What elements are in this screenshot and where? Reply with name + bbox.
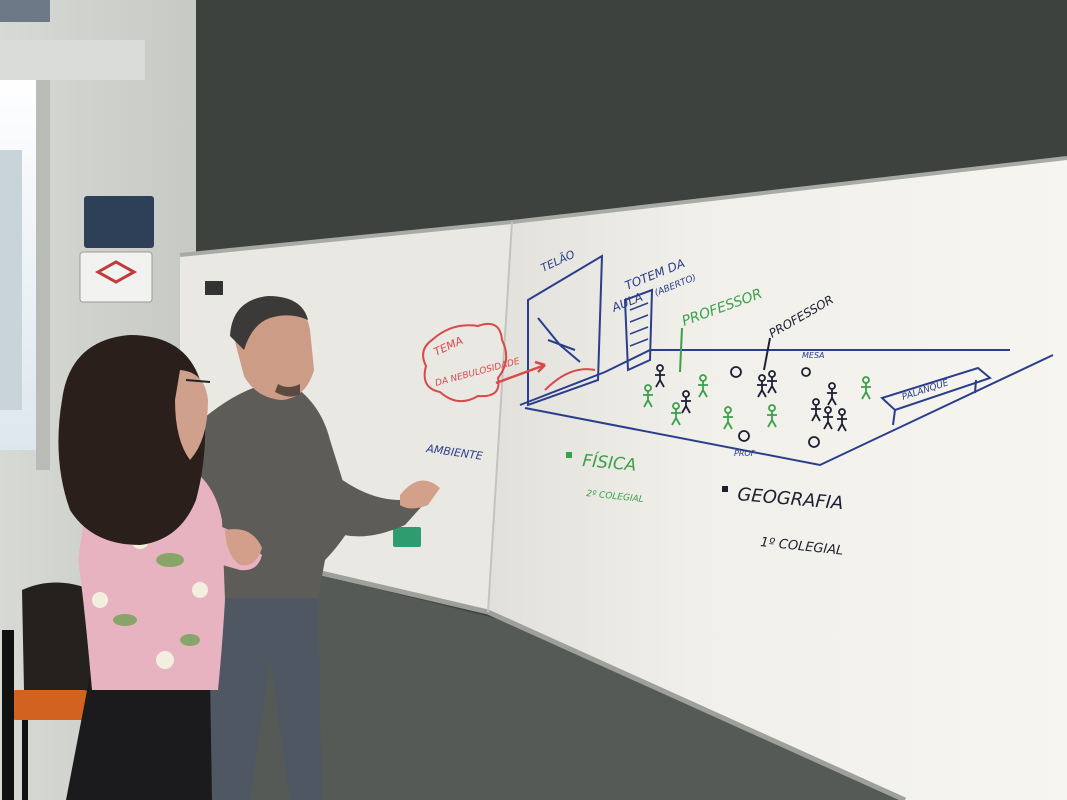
person-woman xyxy=(58,335,262,800)
drawing-screen-figure xyxy=(537,317,581,363)
drawing-red-arrow xyxy=(495,363,546,385)
drawing-screen-red xyxy=(544,368,596,391)
wall-sign-dark xyxy=(84,196,154,248)
board-clip xyxy=(205,281,223,295)
drawing-totem xyxy=(623,288,654,372)
drawing-figures xyxy=(643,364,871,448)
drawing-totem-lines xyxy=(629,302,649,347)
window-building xyxy=(0,150,22,410)
drawing-dark-pointer xyxy=(763,337,771,371)
text-prof: PROF xyxy=(734,449,756,458)
text-mesa: MESA xyxy=(802,351,825,360)
window-frame xyxy=(36,60,50,470)
bullet-geografia xyxy=(722,486,728,492)
drawing-green-pointer xyxy=(679,327,683,373)
curtain-rail xyxy=(0,40,145,80)
chair xyxy=(2,582,96,800)
drawing-stage-leg xyxy=(892,409,896,426)
drawing-stage-leg-2 xyxy=(974,379,977,394)
wall-sign-light xyxy=(79,251,153,303)
ceiling-device xyxy=(0,0,50,22)
whiteboard-main-panel xyxy=(488,158,1067,800)
bullet-fisica xyxy=(566,452,572,458)
drawing-stage xyxy=(880,366,993,412)
whiteboard-panel-seam xyxy=(487,221,513,613)
drawing-red-cloud xyxy=(422,322,508,403)
eraser xyxy=(393,527,421,547)
drawing-red-arrowhead xyxy=(534,360,546,373)
wall-sign-logo xyxy=(94,260,138,284)
drawing-floor-back xyxy=(519,349,1010,406)
